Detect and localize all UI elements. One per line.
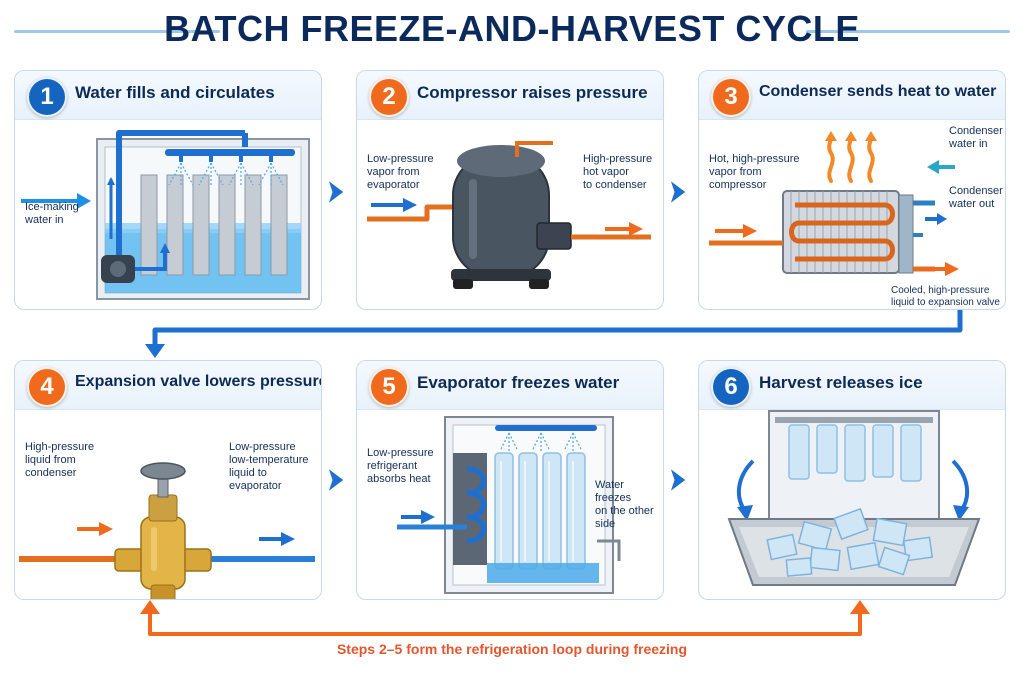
condenser-water-in-label: Condenser water in [949, 125, 1003, 150]
step-1-title: Water fills and circulates [75, 83, 275, 102]
step-6-header: 6 Harvest releases ice [699, 361, 1005, 410]
step-6-title: Harvest releases ice [759, 373, 923, 392]
discharge-label: High-pressure hot vapor to condenser [583, 153, 653, 191]
step-6-badge: 6 [711, 367, 751, 407]
step-5-title: Evaporator freezes water [417, 373, 620, 392]
title-rule-right [806, 30, 1010, 33]
step-4-badge: 4 [27, 367, 67, 407]
suction-label: Low-pressure vapor from evaporator [367, 153, 434, 191]
condenser-water-out-label: Condenser water out [949, 185, 1003, 210]
step-3-header: 3 Condenser sends heat to water [699, 71, 1005, 120]
step-1-panel: 1 Water fills and circulates [14, 70, 322, 310]
diagram-title: BATCH FREEZE-AND-HARVEST CYCLE [164, 8, 860, 49]
step-3-title: Condenser sends heat to water [759, 83, 997, 100]
arrow-3-to-4 [152, 310, 963, 346]
evaporator-illustration [397, 416, 621, 594]
title-rule-left [14, 30, 220, 33]
hp-liquid-label: High-pressure liquid from condenser [25, 441, 95, 479]
step-1-header: 1 Water fills and circulates [15, 71, 321, 120]
arrow-2-to-3 [669, 178, 687, 206]
step-2-badge: 2 [369, 77, 409, 117]
hot-vapor-label: Hot, high-pressure vapor from compressor [709, 153, 800, 191]
refrigeration-loop-note: Steps 2–5 form the refrigeration loop du… [336, 641, 688, 657]
step-1-badge: 1 [27, 77, 67, 117]
water-in-label: Ice-making water in [25, 201, 79, 226]
step-2-title: Compressor raises pressure [417, 83, 648, 102]
harvest-illustration [727, 410, 981, 586]
cooled-liquid-label: Cooled, high-pressure liquid to expansio… [891, 285, 1000, 308]
step-5-badge: 5 [369, 367, 409, 407]
arrow-4-to-5 [327, 466, 345, 494]
step-3-badge: 3 [711, 77, 751, 117]
step-2-header: 2 Compressor raises pressure [357, 71, 663, 120]
refrigerant-label: Low-pressure refrigerant absorbs heat [367, 447, 434, 485]
step-5-panel: 5 Evaporator freezes water [356, 360, 664, 600]
step-2-panel: 2 Compressor raises pressure Low-pressur… [356, 70, 664, 310]
step-4-header: 4 Expansion valve lowers pressure [15, 361, 321, 410]
step-6-panel: 6 Harvest releases ice [698, 360, 1006, 600]
condenser-illustration [709, 131, 959, 276]
step-3-panel: 3 Condenser sends heat to water [698, 70, 1006, 310]
compressor-illustration [367, 141, 651, 289]
step-5-header: 5 Evaporator freezes water [357, 361, 663, 410]
expansion-valve-illustration [19, 462, 315, 599]
arrow-1-to-2 [327, 178, 345, 206]
lp-liquid-label: Low-pressure low-temperature liquid to e… [229, 441, 309, 492]
water-freezes-label: Water freezes on the other side [595, 479, 654, 530]
arrow-5-to-6 [669, 466, 687, 494]
step-4-title: Expansion valve lowers pressure [75, 373, 322, 390]
refrigeration-loop-bracket [148, 612, 862, 636]
water-circulation-illustration [21, 130, 310, 300]
step-4-panel: 4 Expansion valve lowers pressure High-p… [14, 360, 322, 600]
title-bar: BATCH FREEZE-AND-HARVEST CYCLE [0, 0, 1024, 60]
